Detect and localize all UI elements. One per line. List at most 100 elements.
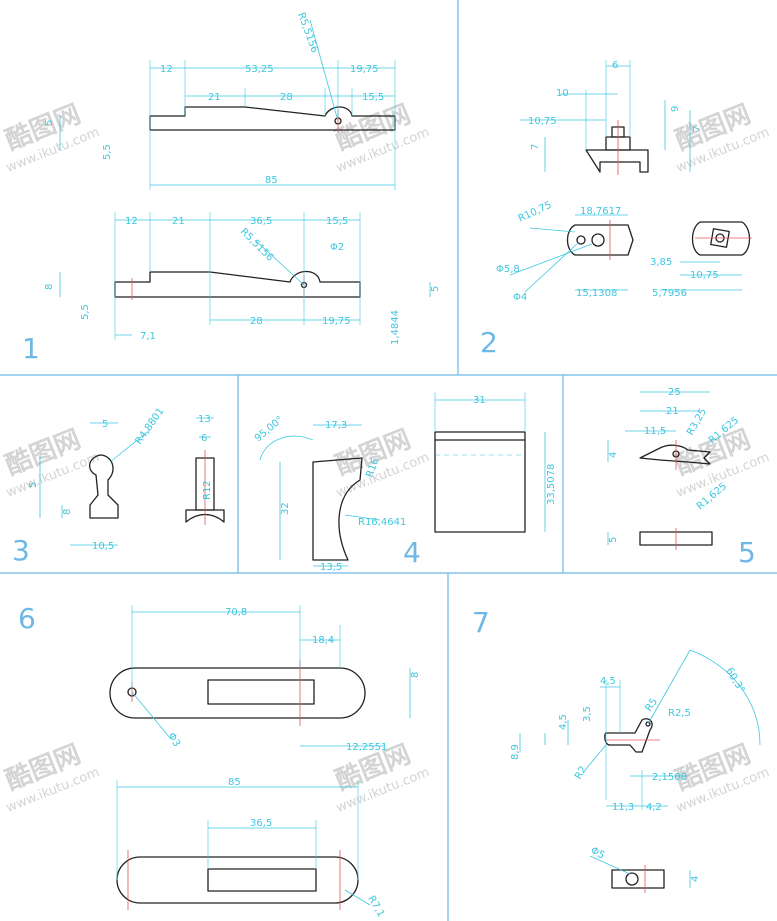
dim-label: 13 bbox=[198, 414, 211, 425]
panel-number: 5 bbox=[738, 536, 756, 569]
part-outline bbox=[585, 149, 649, 173]
dim-label: 18,4 bbox=[312, 635, 334, 646]
dim-label: R5 bbox=[643, 697, 660, 714]
dim-label: 31 bbox=[473, 395, 486, 406]
panel-6: 6 70,8 18,4 8 Φ3 12,2551 bbox=[18, 602, 421, 919]
dim-label: 60,3° bbox=[723, 666, 746, 695]
hole-small bbox=[576, 235, 586, 245]
dim-label: 21 bbox=[172, 216, 185, 227]
dim-label: Φ2 bbox=[330, 242, 344, 253]
dim-line bbox=[254, 239, 305, 286]
dim-label: 13,5 bbox=[320, 562, 342, 573]
dim-label: 12 bbox=[160, 64, 173, 75]
saddle-base bbox=[185, 509, 225, 523]
dim-label: 7 bbox=[692, 126, 703, 132]
dim-label: 4 bbox=[690, 876, 701, 882]
dim-label: 53,25 bbox=[245, 64, 274, 75]
dim-line bbox=[529, 227, 576, 233]
dim-label: 10,5 bbox=[92, 541, 114, 552]
dim-label: R4,8801 bbox=[133, 406, 166, 447]
panel-number: 4 bbox=[403, 536, 421, 569]
dim-label: 18,7617 bbox=[580, 206, 621, 217]
dim-label: 5 bbox=[608, 537, 619, 543]
dim-label: 5,5 bbox=[80, 304, 91, 320]
dim-label: Φ5,8 bbox=[496, 264, 520, 275]
part-outline bbox=[611, 869, 665, 889]
dim-label: R5,5156 bbox=[238, 226, 275, 263]
dim-label: Φ3 bbox=[165, 731, 182, 749]
part-outline bbox=[114, 270, 361, 298]
dim-label: R2,5 bbox=[668, 708, 691, 719]
dim-label: 2,1508 bbox=[652, 772, 687, 783]
part-outline bbox=[89, 454, 119, 519]
dim-label: R2 bbox=[573, 764, 589, 781]
dim-label: 10,75 bbox=[528, 116, 557, 127]
part-1-bottom-view bbox=[114, 270, 361, 300]
dim-label: 5 bbox=[44, 120, 55, 126]
part-6-front-view bbox=[116, 850, 359, 910]
part-2-front-view bbox=[585, 120, 649, 175]
angle-arc bbox=[689, 649, 761, 746]
part-7-side-dims: 4,5 R5 60,3° 4,5 3,5 R2,5 8,9 R2 2,1508 … bbox=[510, 649, 761, 813]
part-2-left-dims: R10,75 18,7617 Φ5,8 Φ4 15,1308 bbox=[496, 200, 628, 303]
dim-label: 28 bbox=[250, 316, 263, 327]
dim-label: 7,1 bbox=[140, 331, 156, 342]
dim-label: 8,9 bbox=[510, 744, 521, 760]
dim-label: 12 bbox=[125, 216, 138, 227]
dim-label: 5,7956 bbox=[652, 288, 687, 299]
part-outline bbox=[434, 431, 526, 533]
dim-line bbox=[647, 649, 691, 725]
part-7-side-view bbox=[604, 718, 660, 753]
panel-4: 4 95,00° 17,3 R16 32 R16,4641 13,5 bbox=[253, 392, 557, 573]
dim-line bbox=[584, 744, 607, 771]
slot bbox=[207, 868, 317, 892]
part-1-bottom-dims: 12 21 36,5 15,5 R5,5156 Φ2 8 5,5 7,1 28 … bbox=[44, 212, 441, 345]
dim-label: 4,2 bbox=[646, 802, 662, 813]
part-2-front-dims: 6 10 9 10,75 7 7 bbox=[520, 60, 703, 172]
dim-label: 9 bbox=[670, 106, 681, 112]
dim-label: 36,5 bbox=[250, 216, 272, 227]
dim-label: 12,2551 bbox=[346, 742, 387, 753]
panel-1: 1 12 53,25 19,75 21 28 15,5 R5,5 bbox=[22, 11, 441, 365]
part-outline bbox=[116, 856, 359, 904]
part-3-front-view bbox=[185, 450, 225, 525]
dim-label: 1,4844 bbox=[390, 310, 401, 345]
part-outline bbox=[639, 444, 711, 465]
angle-arc bbox=[259, 435, 314, 461]
panel-7: 7 4,5 R5 60,3° 4,5 3,5 R2,5 8, bbox=[472, 606, 761, 893]
square-boss bbox=[710, 228, 730, 248]
dim-label: R12 bbox=[202, 480, 213, 500]
dim-line bbox=[344, 889, 371, 906]
watermark-1: 酷图网 www.ikutu.com bbox=[1, 99, 101, 176]
dim-label: 10 bbox=[556, 88, 569, 99]
dim-line bbox=[109, 429, 151, 463]
dim-label: 70,8 bbox=[225, 607, 247, 618]
panel-number: 6 bbox=[18, 602, 36, 635]
dim-label: 5 bbox=[102, 419, 108, 430]
part-4-front-view bbox=[434, 431, 526, 533]
dim-label: 36,5 bbox=[250, 818, 272, 829]
part-4-side-view bbox=[312, 457, 363, 561]
dim-label: 8 bbox=[410, 672, 421, 678]
dim-label: 10,75 bbox=[690, 270, 719, 281]
dim-label: 32 bbox=[280, 502, 291, 515]
panel-number: 2 bbox=[480, 326, 498, 359]
dim-label: 8 bbox=[44, 284, 55, 290]
panel-2: 2 6 10 9 10,75 7 7 bbox=[480, 60, 752, 359]
dim-line bbox=[309, 19, 339, 122]
dim-label: 15,5 bbox=[362, 92, 384, 103]
slot bbox=[207, 679, 315, 705]
part-2-right-view bbox=[691, 221, 752, 256]
pivot-hole bbox=[645, 721, 651, 727]
dim-label: 33,5078 bbox=[546, 464, 557, 505]
dim-line bbox=[131, 691, 171, 739]
dim-label: Φ4 bbox=[513, 292, 527, 303]
dim-label: 7 bbox=[530, 144, 541, 150]
hole bbox=[591, 233, 605, 247]
dim-line bbox=[589, 855, 631, 875]
dim-label: 15,5 bbox=[326, 216, 348, 227]
part-outline bbox=[312, 457, 363, 561]
dim-label: R7,1 bbox=[365, 894, 386, 919]
